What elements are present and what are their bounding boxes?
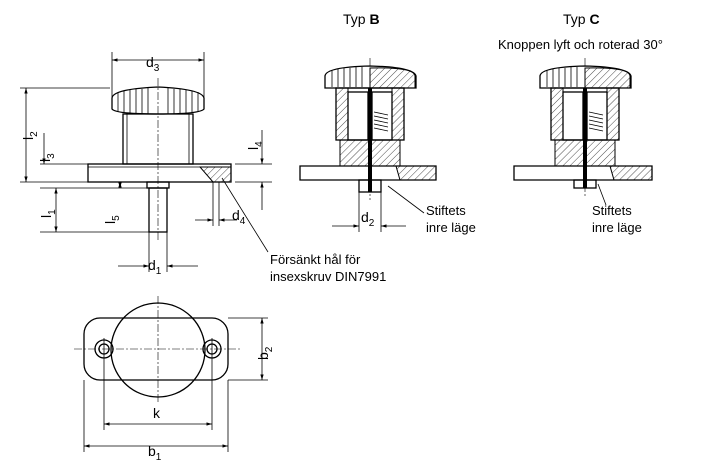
dim-d1: d1: [148, 257, 162, 277]
type-c-spring: [588, 111, 604, 132]
dim-l3: l3: [37, 153, 57, 162]
dim-l4: l4: [245, 141, 265, 150]
dim-b1: b1: [148, 443, 162, 463]
dim-d2: d2: [361, 209, 375, 229]
front-dimensions: [20, 52, 272, 272]
top-dimensions: [83, 317, 268, 452]
type-b-pin-note-line1: Stiftets: [426, 203, 466, 218]
dim-d4: d4: [232, 207, 246, 227]
countersunk-note-line2: insexskruv DIN7991: [270, 269, 386, 284]
dim-l5: l5: [102, 215, 122, 224]
dim-d3: d3: [146, 54, 160, 74]
type-b-spring: [373, 111, 389, 132]
type-c-note: Knoppen lyft och roterad 30°: [498, 37, 663, 52]
dim-b2: b2: [255, 346, 275, 360]
dim-l1: l1: [38, 209, 58, 218]
type-b-title: Typ B: [343, 11, 380, 27]
dim-l2: l2: [20, 131, 40, 140]
type-b-pin-note-line2: inre läge: [426, 220, 476, 235]
dim-k: k: [153, 405, 161, 421]
type-c-section: [513, 58, 653, 206]
type-b-section: [299, 58, 437, 232]
countersunk-note-line1: Försänkt hål för: [270, 252, 361, 267]
knurl-pattern: [117, 88, 199, 114]
type-c-pin-note-line1: Stiftets: [592, 203, 632, 218]
type-c-pin-note-line2: inre läge: [592, 220, 642, 235]
type-c-title: Typ C: [563, 11, 600, 27]
front-view: [87, 78, 232, 240]
top-view: [74, 296, 240, 402]
